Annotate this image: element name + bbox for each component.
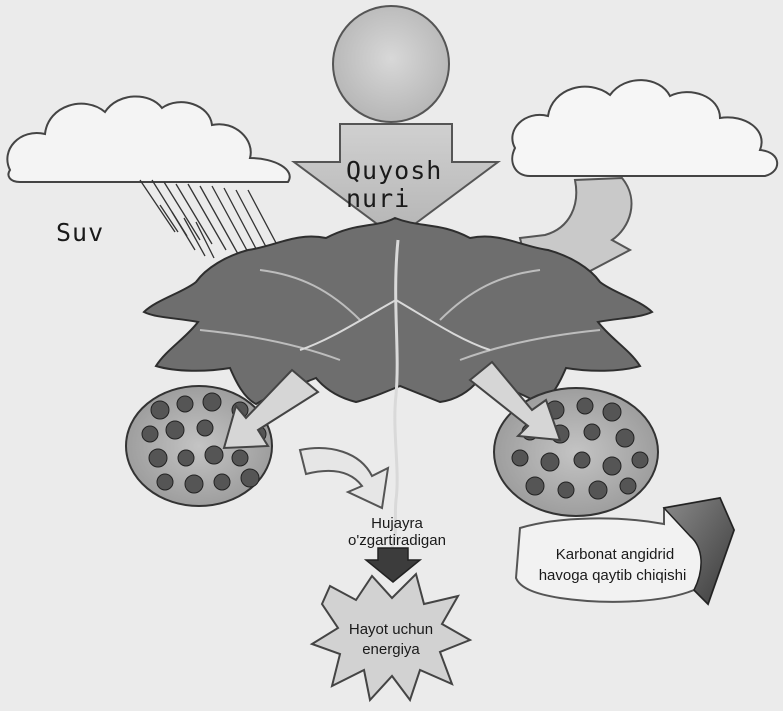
cloud-icon xyxy=(7,96,289,182)
co2-release-label-line1: Karbonat angidrid xyxy=(530,545,700,564)
sun-icon xyxy=(333,6,449,122)
cell-transform-label-line2: o'zgartiradigan xyxy=(332,531,462,550)
sunlight-label-line1: Quyosh xyxy=(346,156,442,185)
cloud-icon xyxy=(512,80,777,176)
co2-release-label-line2: havoga qaytib chiqishi xyxy=(520,566,705,585)
energy-label-line2: energiya xyxy=(336,640,446,659)
water-label: Suv xyxy=(56,218,104,247)
arrow-icon xyxy=(300,448,388,508)
sunlight-label-line2: nuri xyxy=(346,184,410,213)
energy-label-line1: Hayot uchun xyxy=(336,620,446,639)
